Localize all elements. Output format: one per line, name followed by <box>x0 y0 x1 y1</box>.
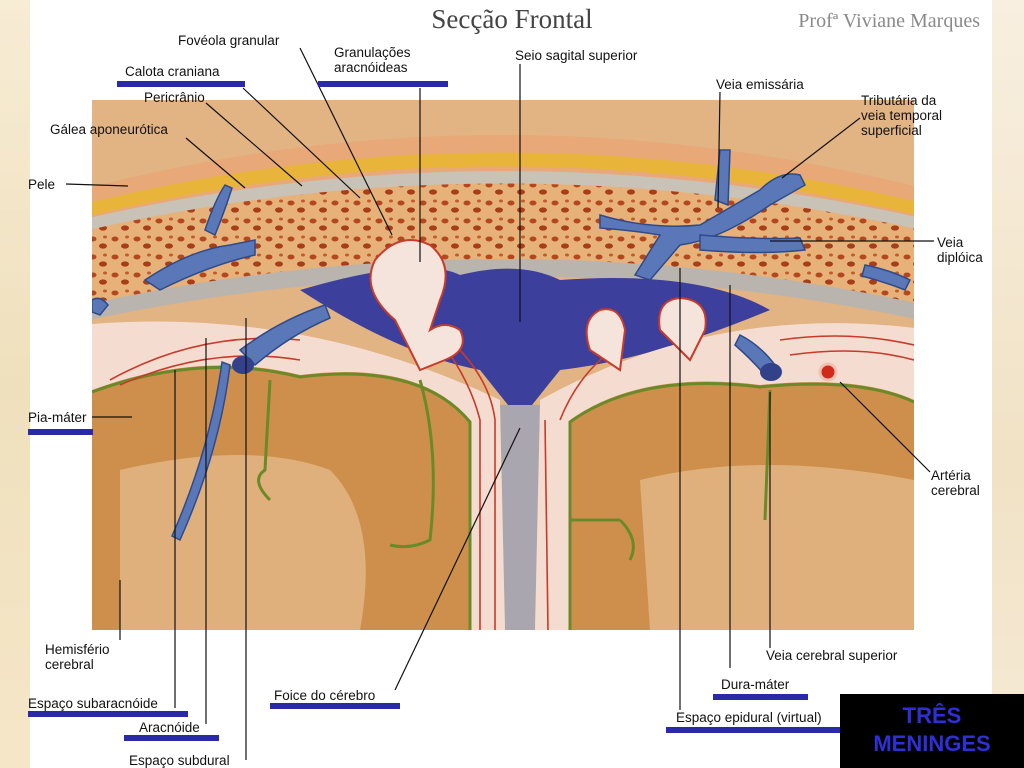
label-veia-cerebral-superior: Veia cerebral superior <box>766 648 898 663</box>
label-veia-diploica: Veia diplóica <box>937 235 983 265</box>
skull-bone-layer <box>92 183 914 308</box>
label-arteria-line2: cerebral <box>931 483 980 498</box>
right-background-strip <box>992 0 1024 768</box>
label-galea-aponeurotica: Gálea aponeurótica <box>50 122 168 137</box>
label-pele: Pele <box>28 177 56 192</box>
label-hemisferio-cerebral: Hemisfério cerebral <box>45 642 110 672</box>
label-tributaria-line1: Tributária da <box>861 93 937 108</box>
left-white-matter <box>120 455 366 630</box>
right-pia-mater <box>568 382 914 630</box>
label-granulacoes-line2: aracnóideas <box>334 60 408 75</box>
label-veia-emissaria: Veia emissária <box>716 77 804 92</box>
skin-layer <box>92 135 914 228</box>
badge-line2: MENINGES <box>873 731 991 756</box>
arachnoid-granulations <box>369 239 707 372</box>
galea-layer <box>92 152 914 216</box>
label-arteria-cerebral: Artéria cerebral <box>931 468 980 498</box>
label-foveola-granular: Fovéola granular <box>178 33 280 48</box>
label-hemisferio-line2: cerebral <box>45 657 94 672</box>
label-granulacoes-aracnoideas: Granulações aracnóideas <box>334 45 411 75</box>
label-hemisferio-line1: Hemisfério <box>45 642 110 657</box>
label-veia-diploica-line1: Veia <box>937 235 964 250</box>
left-background-strip <box>0 0 30 768</box>
leader-lines <box>65 47 934 760</box>
label-pia-mater: Pia-máter <box>28 410 87 425</box>
superior-cerebral-vein-left <box>232 356 254 374</box>
falx-cerebri <box>500 405 540 630</box>
dura-band <box>92 259 914 320</box>
slide-title: Secção Frontal <box>431 4 593 34</box>
left-pia-mater <box>92 365 472 630</box>
figure-artwork <box>92 100 914 630</box>
tres-meninges-badge: TRÊS MENINGES <box>840 694 1024 768</box>
label-espaco-subaracnoide: Espaço subaracnóide <box>28 696 158 711</box>
label-tributaria-veia-temporal: Tributária da veia temporal superficial <box>861 93 942 138</box>
label-granulacoes-line1: Granulações <box>334 45 411 60</box>
label-tributaria-line3: superficial <box>861 123 922 138</box>
label-foice-do-cerebro: Foice do cérebro <box>274 688 376 703</box>
label-arteria-line1: Artéria <box>931 468 971 483</box>
superior-cerebral-vein-right <box>760 363 782 381</box>
cerebral-artery <box>818 362 838 382</box>
label-dura-mater: Dura-máter <box>721 677 790 692</box>
label-aracnoide: Aracnóide <box>139 720 200 735</box>
right-white-matter <box>640 465 914 630</box>
label-seio-sagital-superior: Seio sagital superior <box>515 48 638 63</box>
label-espaco-subdural: Espaço subdural <box>129 753 230 768</box>
pericranium-layer <box>92 171 914 230</box>
label-espaco-epidural: Espaço epidural (virtual) <box>676 710 822 725</box>
label-calota-craniana: Calota craniana <box>125 64 220 79</box>
badge-line1: TRÊS <box>902 703 962 728</box>
label-underlines <box>28 81 841 741</box>
author-credit: Profª Viviane Marques <box>798 10 980 32</box>
label-veia-diploica-line2: diplóica <box>937 250 983 265</box>
label-pericranio: Pericrânio <box>144 90 205 105</box>
label-tributaria-line2: veia temporal <box>861 108 943 123</box>
